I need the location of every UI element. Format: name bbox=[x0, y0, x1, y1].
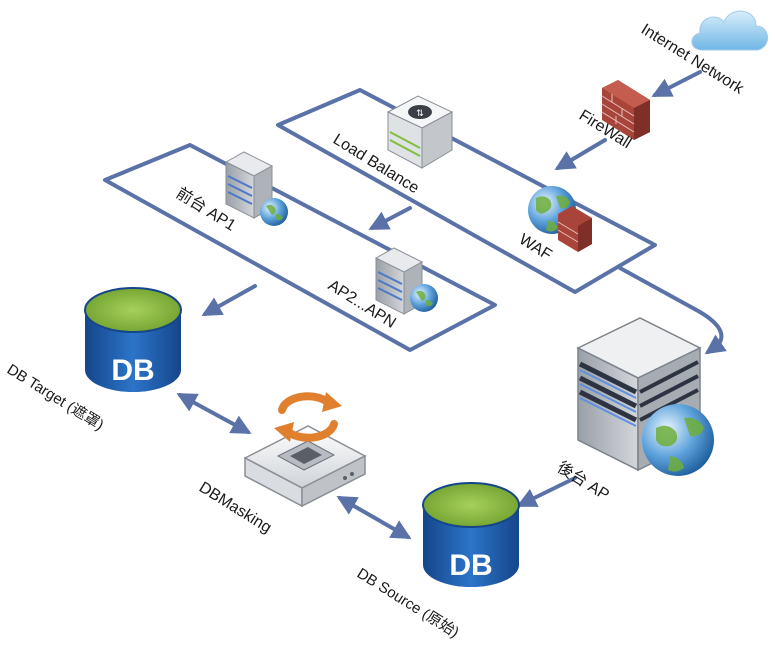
waf-label: WAF bbox=[516, 231, 555, 264]
db-source-badge: DB bbox=[449, 549, 492, 582]
arrow-waf-to-backend bbox=[618, 266, 727, 355]
backend-ap-node: 後台 AP bbox=[554, 317, 714, 504]
arrow-backend-to-dbsource bbox=[516, 476, 577, 507]
large-server-globe-icon bbox=[576, 317, 714, 476]
brick-wall-icon bbox=[601, 80, 650, 140]
dbmasking-label: DBMasking bbox=[196, 479, 274, 537]
arrow-internet-to-firewall bbox=[651, 70, 702, 97]
masking-appliance-icon bbox=[243, 392, 367, 508]
arrow-lb-to-apn bbox=[368, 206, 412, 230]
database-icon: DB bbox=[84, 287, 182, 392]
arrow-dbmasking-dbsource bbox=[336, 496, 412, 539]
db-target-badge: DB bbox=[111, 354, 154, 387]
arrow-firewall-to-waf bbox=[554, 138, 607, 171]
waf-node: WAF bbox=[516, 186, 592, 264]
apn-node: AP2...APN bbox=[325, 247, 438, 332]
frontend-ap-group-outline bbox=[103, 143, 497, 352]
cloud-icon bbox=[691, 10, 768, 51]
arrow-ap1-to-dbtarget bbox=[201, 284, 257, 316]
firewall-node: FireWall bbox=[576, 80, 650, 152]
flow-arrows bbox=[176, 70, 727, 539]
database-icon: DB bbox=[422, 482, 520, 587]
internet-node: Internet Network bbox=[638, 10, 768, 98]
backend-ap-label: 後台 AP bbox=[554, 458, 613, 504]
ap1-node: 前台 AP1 bbox=[173, 151, 288, 235]
load-balancer-icon: ⇅ bbox=[386, 95, 454, 169]
svg-text:⇅: ⇅ bbox=[416, 109, 424, 119]
db-source-node: DB DB Source (原始) bbox=[354, 482, 520, 641]
globe-firewall-icon bbox=[528, 186, 592, 252]
db-target-node: DB DB Target (遮罩) bbox=[4, 287, 182, 434]
load-balance-group-outline bbox=[276, 88, 657, 294]
dbmasking-node: DBMasking bbox=[196, 392, 367, 537]
server-globe-icon bbox=[224, 151, 288, 226]
server-globe-icon bbox=[374, 247, 438, 315]
arrow-dbtarget-dbmasking bbox=[176, 393, 252, 434]
load-balance-node: ⇅ Load Balance bbox=[330, 95, 454, 197]
